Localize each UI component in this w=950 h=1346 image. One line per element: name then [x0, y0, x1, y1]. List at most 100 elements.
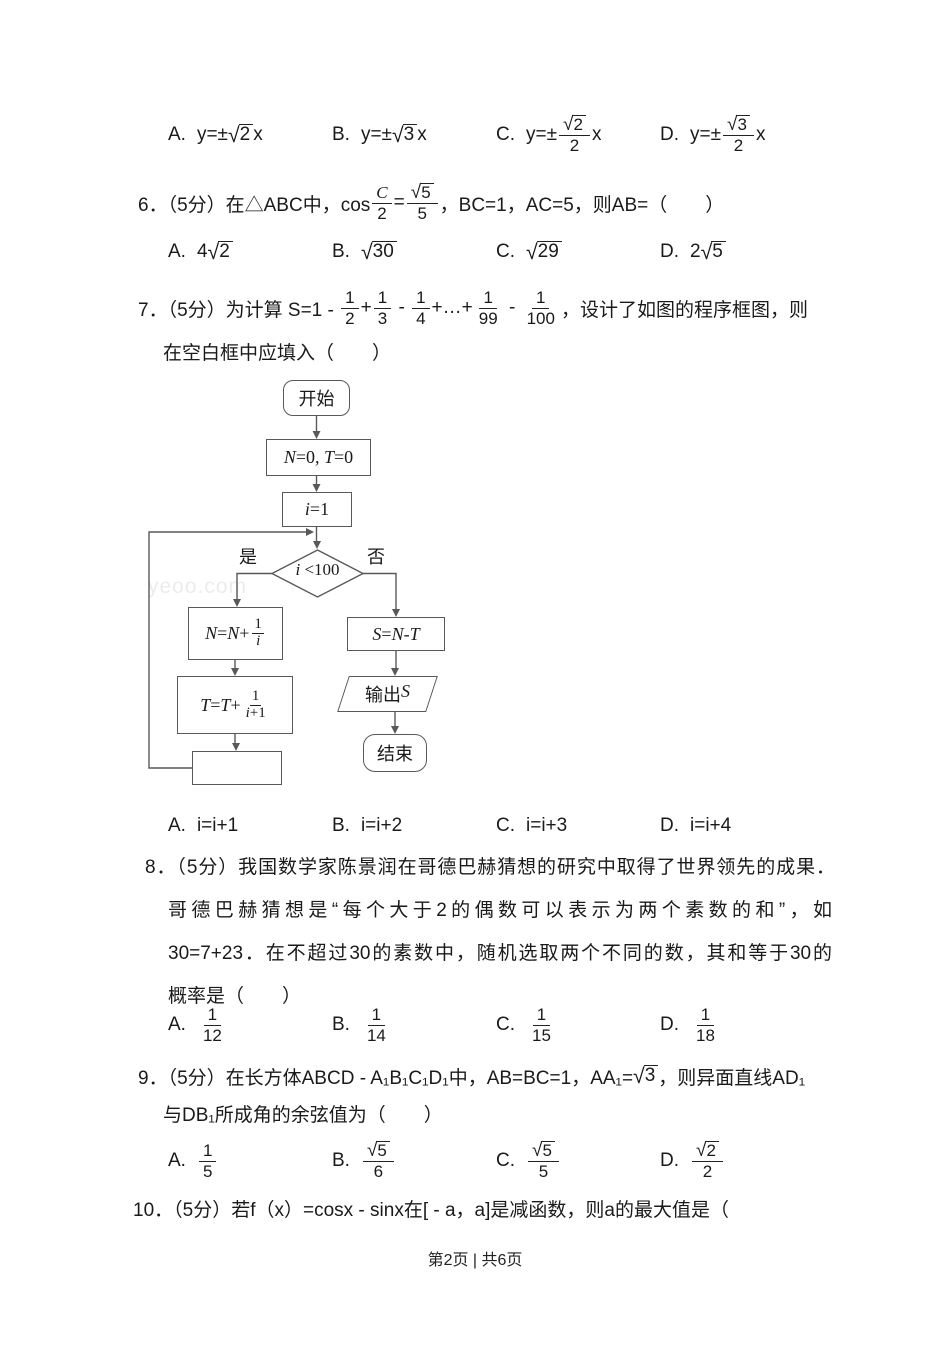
radical-sign: 2	[696, 1140, 719, 1161]
q7-options-row: A.i=i+1 B.i=i+2 C.i=i+3 D.i=i+4	[168, 812, 868, 840]
q9-options-row: A.15 B.56 C.55 D.22	[168, 1133, 868, 1189]
formula-pre: y=±	[196, 124, 228, 145]
q6-option-c: C. 29	[496, 240, 660, 263]
q7-stem-post: ，设计了如图的程序框图，则	[560, 299, 808, 321]
q5-option-c: C. y=±22x	[496, 114, 660, 156]
option-letter: C.	[496, 815, 515, 836]
option-letter: A.	[168, 1014, 186, 1035]
radical-sign: 29	[526, 240, 562, 263]
q7-option-c: C.i=i+3	[496, 815, 660, 837]
minus-sign: -	[503, 297, 521, 318]
option-letter: D.	[660, 1150, 679, 1171]
minus-sign: -	[393, 297, 411, 318]
q6-options-row: A.42 B.30 C.29 D.25	[168, 236, 868, 268]
option-letter: B.	[332, 1150, 350, 1171]
q5-option-b: B. y=±3x	[332, 123, 496, 146]
q9-stem-pre: 9．（5分）在长方体ABCD - A₁B₁C₁D₁中，AB=BC=1，AA₁=	[138, 1067, 634, 1089]
option-letter: B.	[332, 1014, 350, 1035]
q9-stem-line2: 与DB₁所成角的余弦值为（ ）	[163, 1105, 443, 1126]
option-text: i=i+2	[360, 815, 403, 836]
flowchart-i-init-node: i=1	[282, 492, 352, 527]
formula-post: x	[591, 124, 602, 145]
radical-sign: 3	[392, 123, 418, 146]
q8-stem-line1: 8．（5分）我国数学家陈景润在哥德巴赫猜想的研究中取得了世界领先的成果．	[145, 857, 835, 878]
option-letter: C.	[496, 1150, 515, 1171]
formula-pre: 4	[196, 241, 208, 262]
option-letter: A.	[168, 241, 186, 262]
q6-option-d: D.25	[660, 240, 824, 263]
q9-stem-line1: 9．（5分）在长方体ABCD - A₁B₁C₁D₁中，AB=BC=1，AA₁=3…	[138, 1058, 805, 1094]
q6-stem-post: ，BC=1，AC=5，则AB=（ ）	[439, 194, 725, 216]
flowchart-start-node: 开始	[283, 380, 350, 416]
option-letter: C.	[496, 124, 515, 145]
radical-sign: 2	[563, 114, 586, 135]
flowchart-decision-text: i <100	[295, 560, 340, 579]
fraction: 56	[362, 1140, 394, 1182]
option-letter: C.	[496, 241, 515, 262]
option-letter: A.	[168, 815, 186, 836]
formula-pre: 2	[690, 241, 701, 262]
fraction: 55	[406, 182, 438, 224]
watermark: yeoo.com	[148, 575, 248, 598]
option-letter: D.	[660, 1014, 679, 1035]
q9-option-c: C.55	[496, 1140, 660, 1182]
q6-option-b: B.30	[332, 240, 496, 263]
option-letter: B.	[332, 815, 350, 836]
flowchart-end-node: 结束	[363, 734, 427, 772]
flowchart-s-node: S=N-T	[347, 617, 445, 651]
fraction: 32	[723, 114, 754, 156]
radical-sign: 5	[411, 182, 434, 203]
q6-option-a: A. 42	[168, 240, 332, 263]
radical-sign: 5	[532, 1140, 555, 1161]
formula-post: x	[755, 124, 766, 145]
option-letter: A.	[168, 124, 186, 145]
radical-sign: 2	[228, 123, 254, 146]
q9-option-d: D.22	[660, 1140, 824, 1182]
radical-sign: 5	[367, 1140, 390, 1161]
radical-sign: 3	[633, 1064, 659, 1087]
q8-stem: 8．（5分）我国数学家陈景润在哥德巴赫猜想的研究中取得了世界领先的成果． 哥德巴…	[145, 846, 835, 1018]
ellipsis-plus: +…+	[431, 297, 473, 318]
radical-sign: 3	[727, 114, 750, 135]
option-text: i=i+1	[196, 815, 239, 836]
option-letter: A.	[168, 1150, 186, 1171]
q7-stem-pre: 7．（5分）为计算 S=1 -	[138, 299, 340, 321]
option-letter: D.	[660, 815, 679, 836]
q7-option-b: B. i=i+2	[332, 815, 496, 837]
q5-option-a: A. y=±2x	[168, 123, 332, 146]
fraction: 22	[559, 114, 590, 156]
option-letter: B.	[332, 124, 350, 145]
plus-sign: +	[360, 297, 372, 318]
q10-stem: 10．（5分）若f（x）=cosx - sinx在[ - a，a]是减函数，则a…	[133, 1200, 729, 1221]
q7-option-a: A. i=i+1	[168, 815, 332, 837]
q9-option-b: B. 56	[332, 1140, 496, 1182]
formula-pre: y=±	[690, 124, 722, 145]
option-letter: C.	[496, 1014, 515, 1035]
option-letter: B.	[332, 241, 350, 262]
formula-pre: y=±	[360, 124, 392, 145]
flowchart-connectors	[148, 416, 400, 769]
flowchart-no-label: 否	[367, 547, 385, 567]
radical-sign: 2	[208, 240, 233, 263]
